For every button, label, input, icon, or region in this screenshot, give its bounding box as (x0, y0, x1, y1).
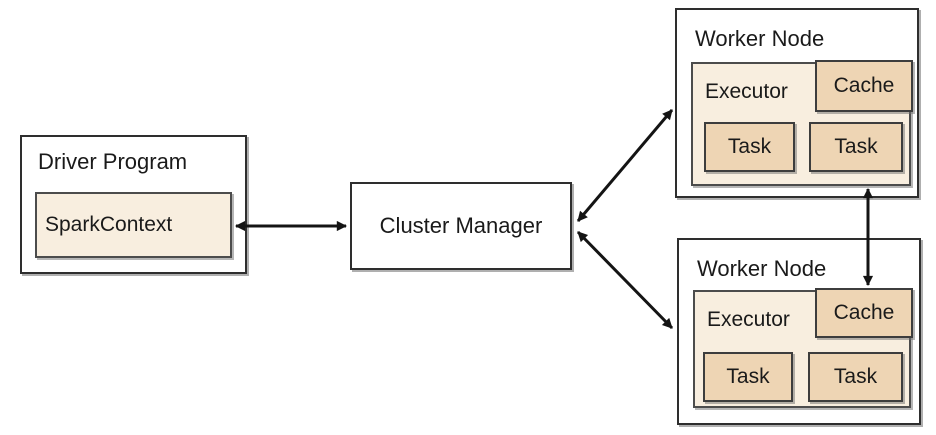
executor-label: Executor (705, 80, 788, 103)
driver-program-label: Driver Program (38, 149, 188, 174)
task-box: Task (703, 352, 793, 402)
worker-node-label: Worker Node (697, 256, 827, 281)
task-box: Task (704, 122, 795, 172)
executor-box: Executor Cache Task Task (693, 288, 913, 408)
cluster-manager-box: Cluster Manager (350, 182, 572, 270)
arrow-clustermanager-workernode1 (576, 109, 674, 222)
worker-node-label: Worker Node (695, 26, 825, 51)
executor-label: Executor (707, 308, 790, 331)
arrow-clustermanager-workernode2 (576, 230, 674, 330)
cache-box: Cache (815, 60, 913, 112)
task-box: Task (809, 122, 903, 172)
cache-box: Cache (815, 288, 913, 338)
driver-program-box: Driver Program SparkContext (20, 135, 247, 274)
task-box: Task (808, 352, 903, 402)
spark-context-box: SparkContext (35, 192, 232, 258)
worker-node-box-1: Worker Node Executor Cache Task Task (675, 8, 919, 198)
executor-box: Executor Cache Task Task (691, 60, 913, 186)
worker-node-box-2: Worker Node Executor Cache Task Task (677, 238, 921, 425)
